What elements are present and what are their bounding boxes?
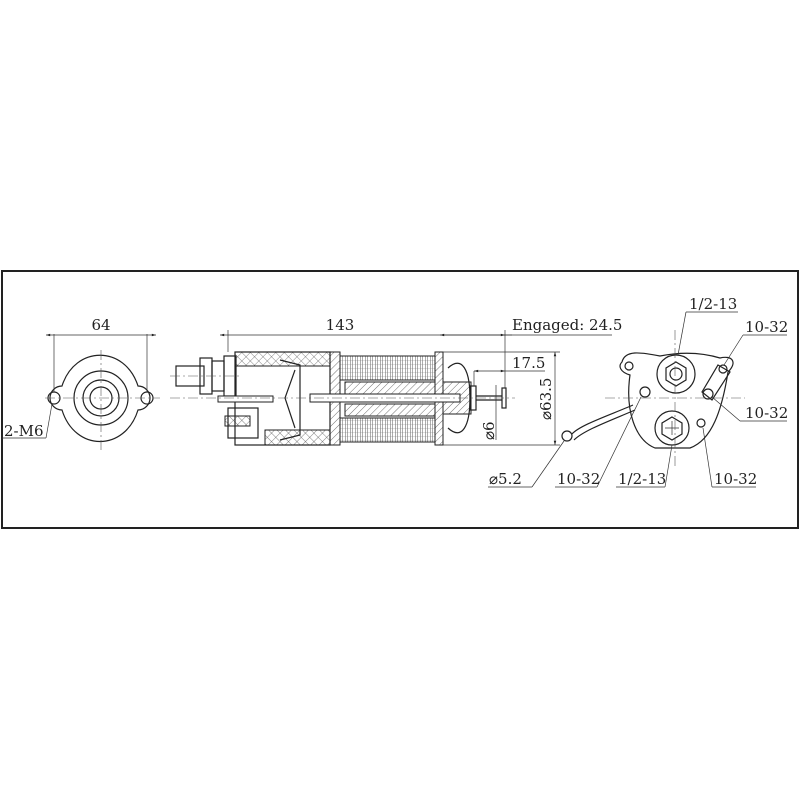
front-view: 64 2-M6 — [2, 316, 160, 450]
engaged-label: Engaged: 24.5 — [512, 316, 622, 334]
drawing-frame — [1, 270, 799, 529]
lower-right-terminal-label: 10-32 — [714, 470, 757, 488]
stroke-dimension: 17.5 — [512, 354, 545, 372]
rear-view: 1/2-13 10-32 10-32 10-32 1/2-13 10-32 — [555, 295, 788, 488]
width-dimension: 64 — [91, 316, 110, 334]
eyelet-diameter: ⌀5.2 — [489, 470, 522, 488]
plunger-diameter: ⌀6 — [480, 421, 498, 440]
length-dimension: 143 — [326, 316, 355, 334]
left-terminal-label: 10-32 — [557, 470, 600, 488]
holes-label: 2-M6 — [4, 422, 44, 440]
body-diameter: ⌀63.5 — [537, 378, 555, 420]
side-view: 143 Engaged: 24.5 17.5 ⌀63.5 ⌀6 ⌀5.2 — [170, 316, 636, 488]
upper-right-terminal-label: 10-32 — [745, 318, 788, 336]
bottom-terminal-label: 1/2-13 — [618, 470, 666, 488]
top-terminal-label: 1/2-13 — [689, 295, 737, 313]
right-terminal-label: 10-32 — [745, 404, 788, 422]
